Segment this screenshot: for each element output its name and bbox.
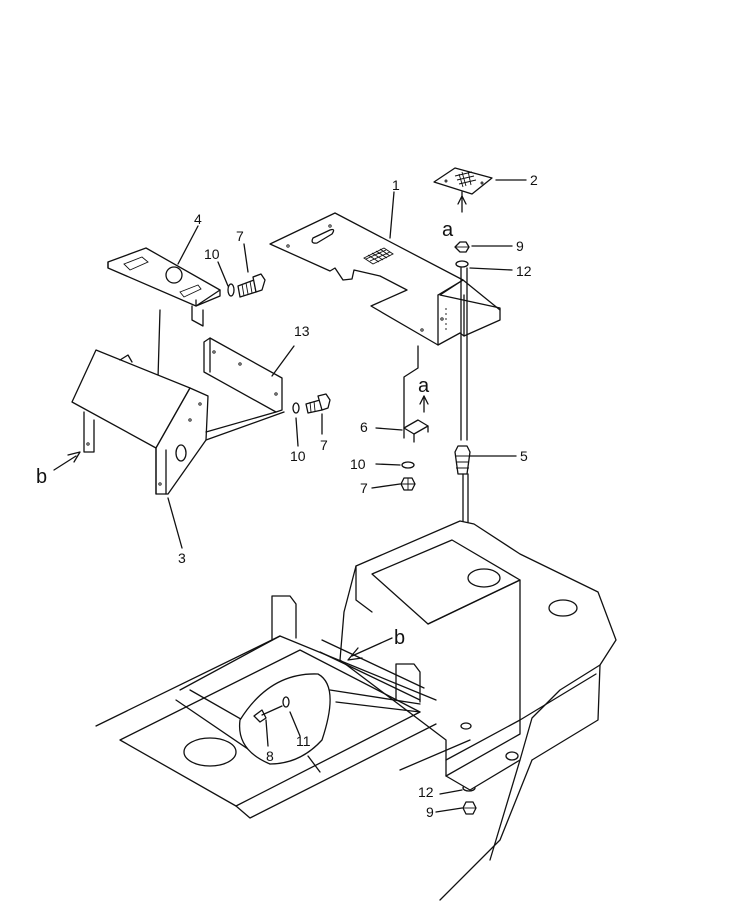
label-part-7c: 7 [360, 480, 368, 496]
washer-icon [401, 461, 415, 469]
ref-b-frame: b [394, 627, 405, 649]
washer-icon [227, 283, 235, 297]
label-part-4: 4 [194, 211, 202, 227]
part-2-cover-plate [433, 167, 493, 213]
label-part-12b: 12 [418, 784, 434, 800]
label-part-6: 6 [360, 419, 368, 435]
label-part-9b: 9 [426, 804, 434, 820]
hex-bolt-icon [253, 709, 267, 723]
view-references: a a b b [36, 219, 454, 649]
leader-lines [53, 179, 527, 813]
ref-a-top: a [442, 219, 454, 241]
label-part-7a: 7 [236, 228, 244, 244]
bolt-7-and-washer-10-mid [292, 393, 331, 414]
part-1-floor-plate [269, 212, 501, 346]
bolt-7-and-washer-10-top [227, 273, 266, 298]
part-13-panel [203, 337, 283, 413]
label-part-10b: 10 [290, 448, 306, 464]
label-part-10c: 10 [350, 456, 366, 472]
label-part-5: 5 [520, 448, 528, 464]
machine-frame [95, 520, 617, 901]
part-6-bracket [403, 345, 429, 443]
ref-a-mid: a [418, 375, 430, 397]
label-part-9a: 9 [516, 238, 524, 254]
label-part-10a: 10 [204, 246, 220, 262]
part-4-cover [107, 247, 221, 327]
label-part-2: 2 [530, 172, 538, 188]
part-3-side-cover [71, 309, 285, 495]
washer-icon [282, 696, 290, 708]
ref-b-left: b [36, 466, 47, 488]
label-part-11: 11 [296, 733, 311, 749]
label-part-8: 8 [266, 748, 274, 764]
label-part-7b: 7 [320, 437, 328, 453]
washer-and-bolt-6 [400, 461, 416, 491]
part-labels: 1 2 9 12 4 7 10 13 6 7 10 5 10 7 3 8 11 … [178, 172, 538, 820]
label-part-12a: 12 [516, 263, 532, 279]
label-part-3: 3 [178, 550, 186, 566]
label-part-1: 1 [392, 177, 400, 193]
label-part-13: 13 [294, 323, 310, 339]
washer-icon [292, 402, 300, 414]
